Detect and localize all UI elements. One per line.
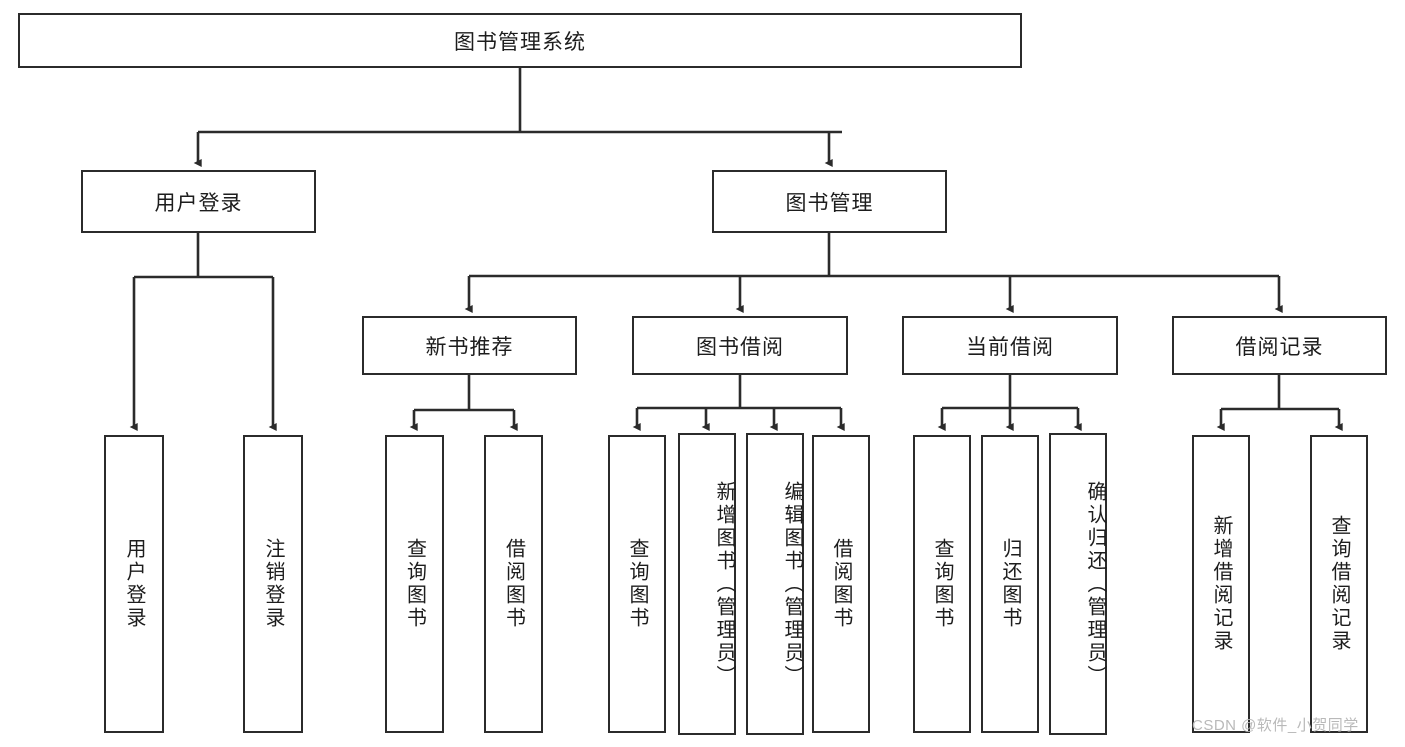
node-new-book-recommend[interactable]: 新书推荐 xyxy=(362,316,577,375)
node-root-system[interactable]: 图书管理系统 xyxy=(18,13,1022,68)
leaf-new-book-borrow[interactable]: 借阅图书 xyxy=(484,435,543,733)
leaf-book-borrow-add-admin[interactable]: 新增图书（管理员） xyxy=(678,433,736,735)
leaf-book-borrow-edit-admin[interactable]: 编辑图书（管理员） xyxy=(746,433,804,735)
leaf-user-login-logout[interactable]: 注销登录 xyxy=(243,435,303,733)
node-current-borrow[interactable]: 当前借阅 xyxy=(902,316,1118,375)
leaf-current-borrow-query[interactable]: 查询图书 xyxy=(913,435,971,733)
csdn-watermark: CSDN @软件_小贺同学 xyxy=(1192,717,1359,734)
leaf-book-borrow-borrow[interactable]: 借阅图书 xyxy=(812,435,870,733)
node-book-borrow[interactable]: 图书借阅 xyxy=(632,316,848,375)
node-book-management[interactable]: 图书管理 xyxy=(712,170,947,233)
node-user-login[interactable]: 用户登录 xyxy=(81,170,316,233)
leaf-borrow-record-query[interactable]: 查询借阅记录 xyxy=(1310,435,1368,733)
leaf-book-borrow-query[interactable]: 查询图书 xyxy=(608,435,666,733)
node-borrow-record[interactable]: 借阅记录 xyxy=(1172,316,1387,375)
leaf-current-borrow-confirm-admin[interactable]: 确认归还（管理员） xyxy=(1049,433,1107,735)
leaf-borrow-record-add[interactable]: 新增借阅记录 xyxy=(1192,435,1250,733)
leaf-current-borrow-return[interactable]: 归还图书 xyxy=(981,435,1039,733)
leaf-user-login-login[interactable]: 用户登录 xyxy=(104,435,164,733)
leaf-new-book-query[interactable]: 查询图书 xyxy=(385,435,444,733)
